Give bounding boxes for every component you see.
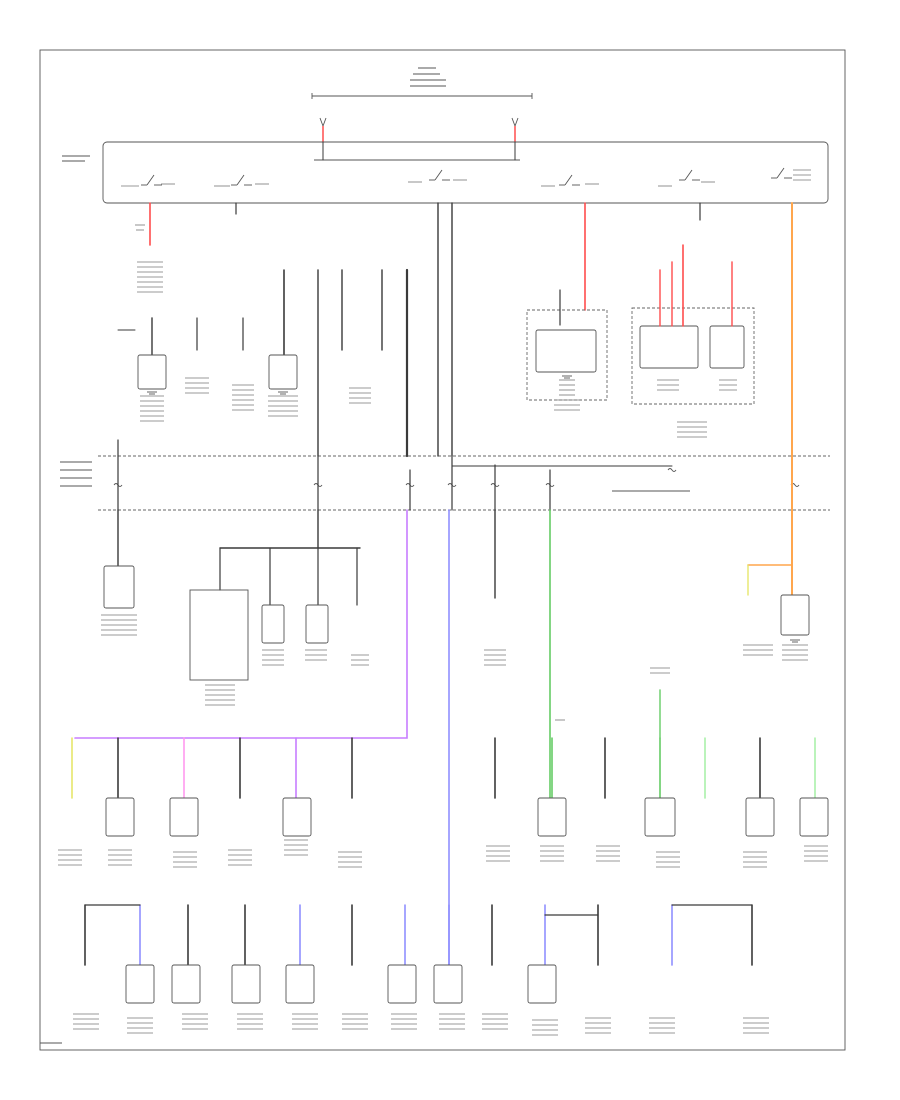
sheet-border	[39, 49, 846, 1051]
component-box	[387, 964, 417, 1004]
switch-blade	[146, 174, 155, 186]
relay-component	[639, 325, 699, 369]
component-box	[231, 964, 261, 1004]
component-box	[105, 797, 135, 837]
component-box	[125, 964, 155, 1004]
component-box	[527, 964, 557, 1004]
component-box	[103, 565, 135, 609]
component-box	[137, 354, 167, 390]
fuse-box-rails	[98, 159, 830, 511]
component-box	[745, 797, 775, 837]
component-box	[171, 964, 201, 1004]
fuse-box-label	[60, 461, 690, 492]
component-box	[305, 604, 329, 644]
switch-blade	[684, 169, 693, 181]
wire-violet	[74, 509, 408, 739]
switch-blade	[776, 167, 785, 179]
component-box	[268, 354, 298, 390]
component-box	[537, 797, 567, 837]
component-box	[644, 797, 676, 837]
component-box	[261, 604, 285, 644]
switch-blade	[434, 169, 443, 181]
ignition-switch-box	[62, 141, 829, 204]
relay-box-outline	[189, 589, 249, 681]
switch-blade	[236, 174, 245, 186]
relay-component	[535, 329, 597, 373]
component-box	[799, 797, 829, 837]
relay-box-outline	[631, 307, 755, 405]
component-box	[780, 594, 810, 636]
relay-component	[709, 325, 745, 369]
component-box	[433, 964, 463, 1004]
title-text-block	[311, 67, 533, 99]
fuse-symbol	[667, 468, 677, 472]
component-box	[282, 797, 312, 837]
component-box	[169, 797, 199, 837]
component-box	[285, 964, 315, 1004]
switch-blade	[564, 174, 573, 186]
